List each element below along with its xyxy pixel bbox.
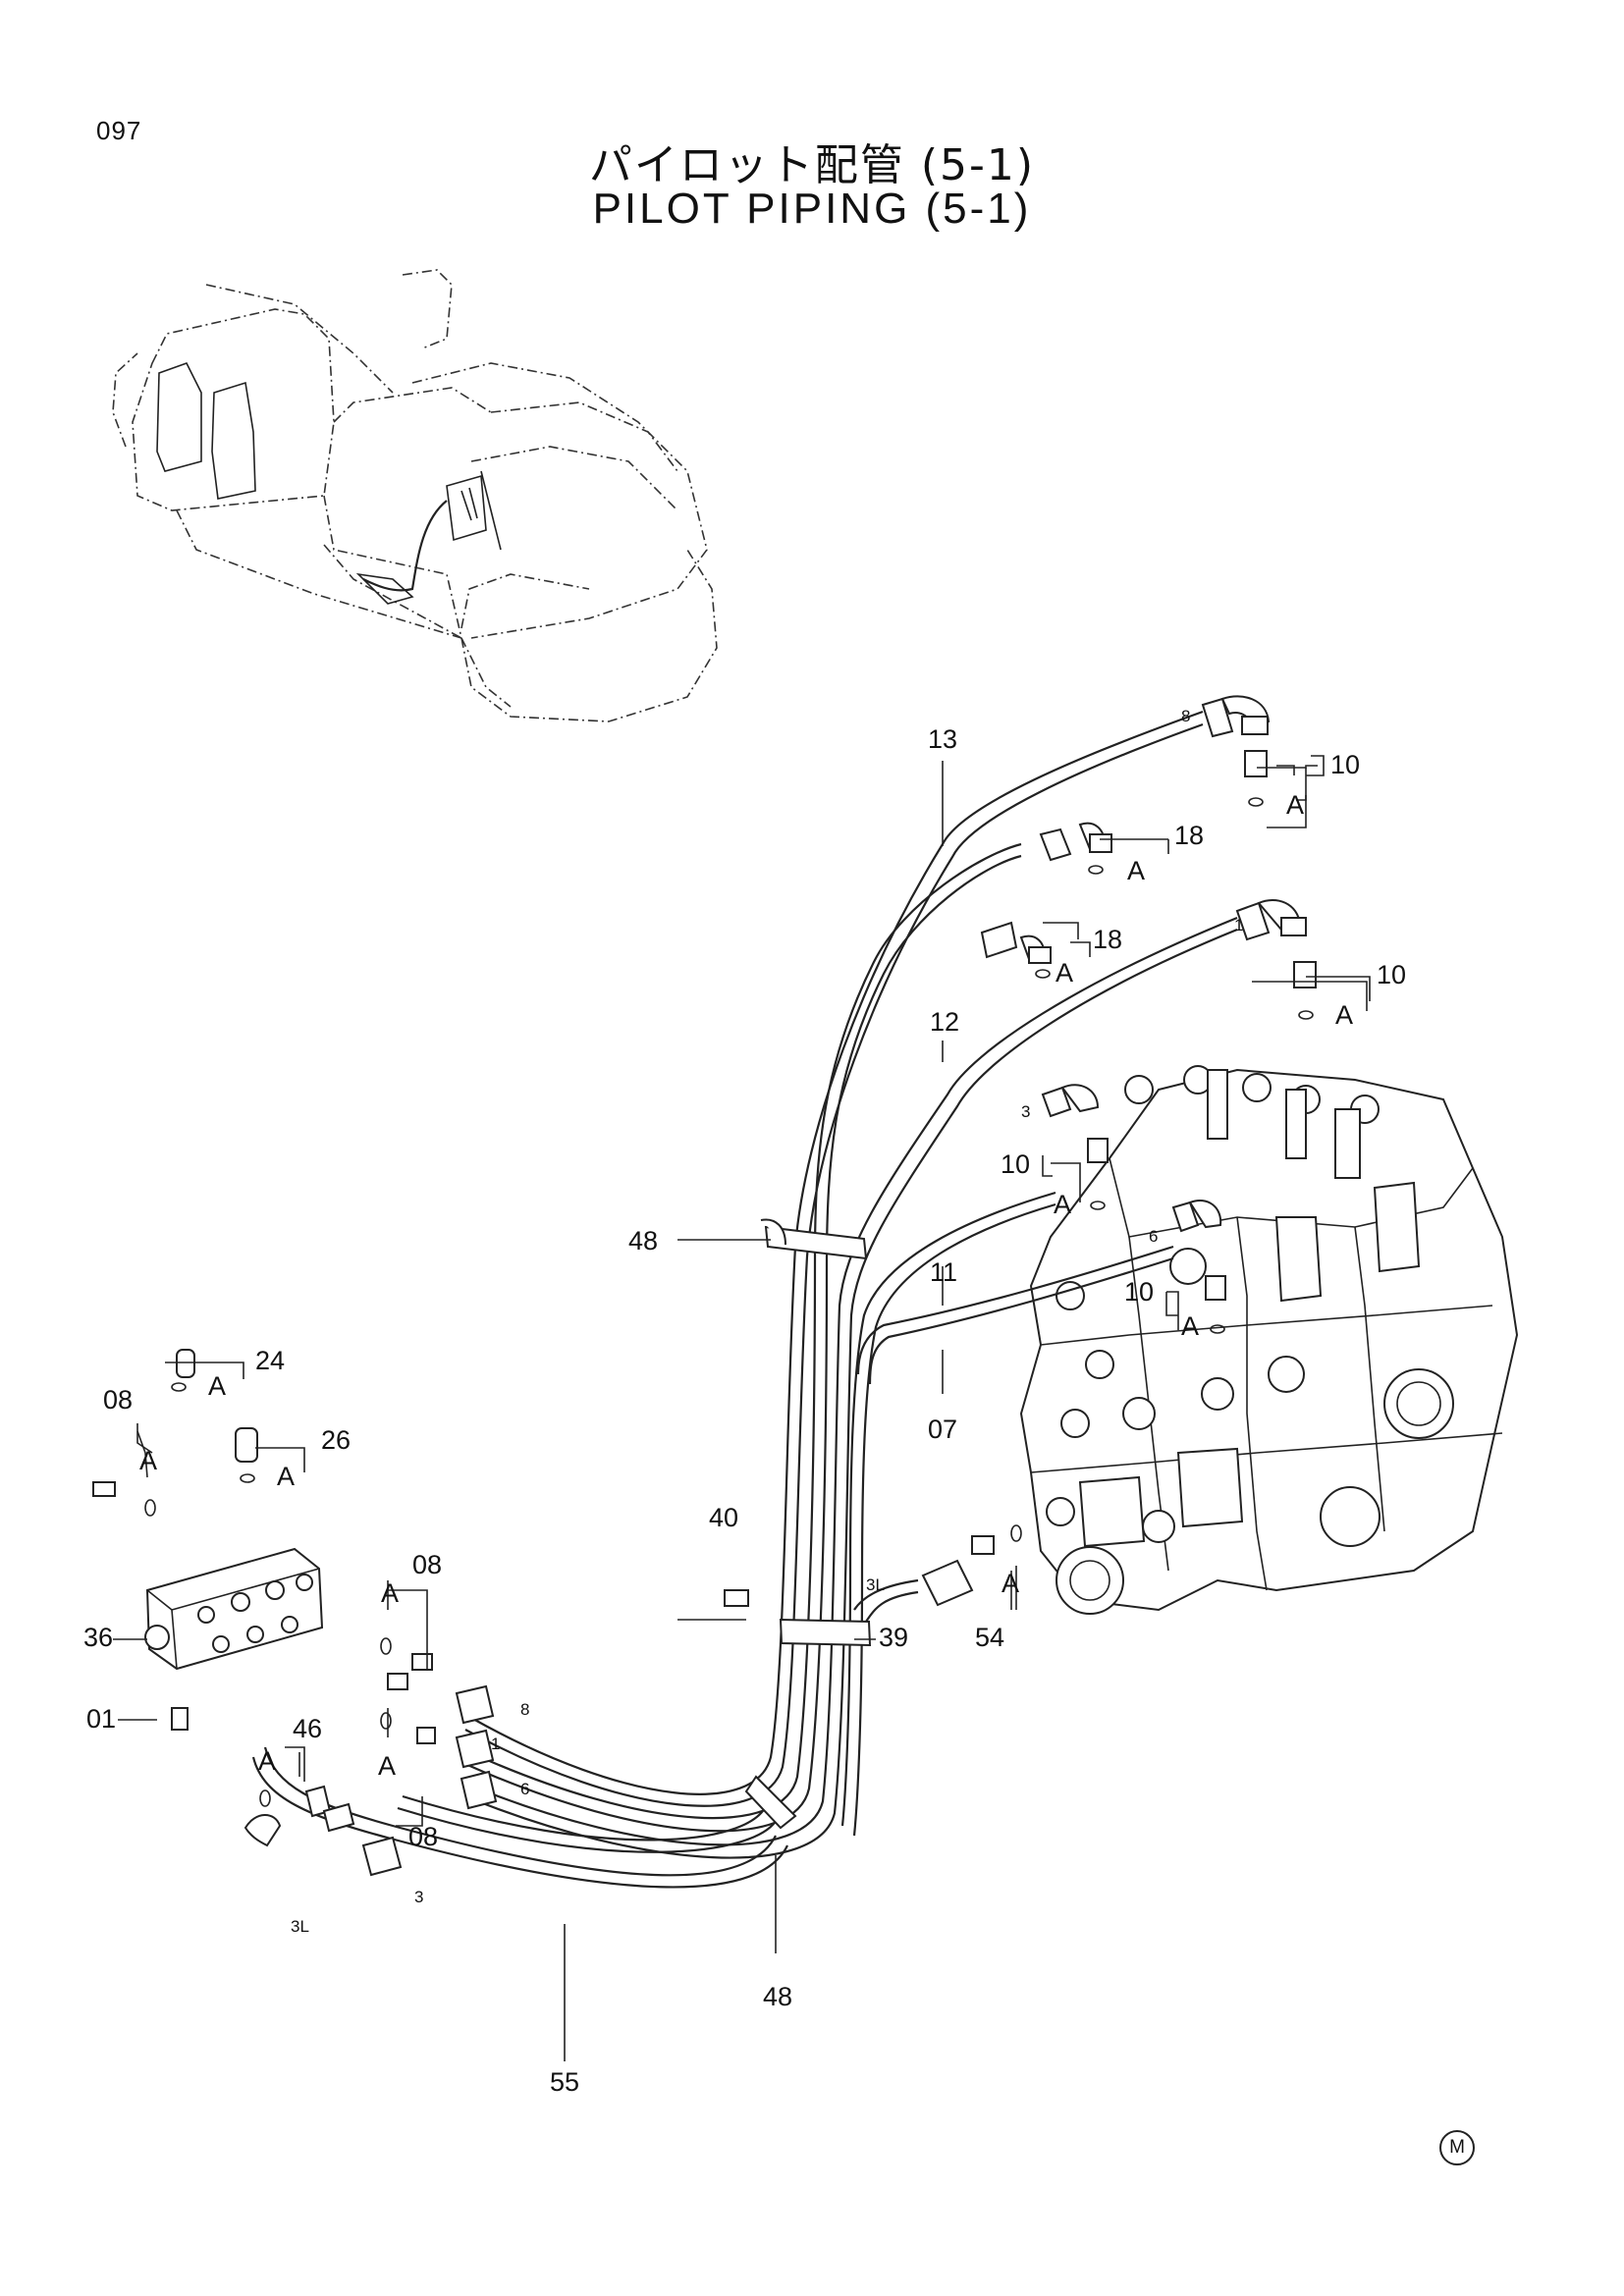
seal-label-a: A — [1056, 958, 1073, 988]
hose-mark-6-top: 6 — [1149, 1227, 1158, 1246]
callout-10-middle: 10 — [1001, 1149, 1030, 1179]
o-ring-seals — [144, 797, 1314, 1807]
hose-clamps — [744, 1218, 872, 1830]
edition-marker: M — [1439, 2130, 1475, 2165]
callout-40: 40 — [709, 1503, 738, 1532]
hose-mark-3L-bottom: 3L — [291, 1917, 309, 1936]
hose-mark-3-top: 3 — [1021, 1102, 1030, 1121]
callout-24: 24 — [255, 1346, 285, 1375]
callout-07: 07 — [928, 1415, 957, 1444]
callout-18-upper: 18 — [1174, 821, 1204, 850]
seal-label-a: A — [258, 1746, 276, 1776]
hose-mark-3-bottom: 3 — [414, 1888, 423, 1906]
seal-label-a: A — [1001, 1569, 1019, 1598]
hose-mark-1-bottom: 1 — [491, 1735, 500, 1753]
callout-08-left: 08 — [103, 1385, 133, 1415]
seal-label-a: A — [381, 1578, 399, 1608]
callout-48-upper: 48 — [628, 1226, 658, 1255]
leader-lines — [113, 761, 1368, 2061]
page-title-japanese: パイロット配管 (5-1) — [588, 140, 1036, 190]
seal-letter-labels: A A A A A A A A A A A A A — [139, 790, 1353, 1781]
callout-39: 39 — [879, 1623, 908, 1652]
callout-12: 12 — [930, 1007, 959, 1037]
seal-label-a: A — [1054, 1190, 1071, 1219]
callout-10-lower: 10 — [1124, 1277, 1154, 1307]
callout-46: 46 — [293, 1714, 322, 1743]
callout-54: 54 — [975, 1623, 1004, 1652]
callout-13: 13 — [928, 724, 957, 754]
upper-fittings — [921, 695, 1317, 1607]
excavator-overview-illustration — [112, 269, 718, 722]
hose-mark-8-bottom: 8 — [520, 1700, 529, 1719]
seal-label-a: A — [139, 1446, 157, 1475]
hose-mark-1-top: 1 — [1234, 916, 1243, 934]
callout-08-lower: 08 — [408, 1822, 438, 1851]
callout-08-middle: 08 — [412, 1550, 442, 1579]
callout-01: 01 — [86, 1704, 116, 1734]
callout-48-lower: 48 — [763, 1982, 792, 2011]
callout-36: 36 — [83, 1623, 113, 1652]
seal-label-a: A — [208, 1371, 226, 1401]
seal-label-a: A — [1181, 1311, 1199, 1341]
pilot-manifold-block — [92, 1349, 749, 1877]
pilot-hose-bundle — [251, 710, 1238, 1889]
callout-numbers: 13 10 18 18 10 12 10 11 48 10 07 24 08 2… — [83, 724, 1406, 2097]
seal-label-a: A — [277, 1462, 295, 1491]
seal-label-a: A — [378, 1751, 396, 1781]
page-number: 097 — [96, 116, 142, 145]
callout-26: 26 — [321, 1425, 351, 1455]
callout-18-lower: 18 — [1093, 925, 1122, 954]
hose-marks: 8 1 3 6 3L 8 1 6 3 3L — [291, 707, 1243, 1936]
callout-10-upper: 10 — [1330, 750, 1360, 779]
hose-mark-6-bottom: 6 — [520, 1780, 529, 1798]
seal-label-a: A — [1335, 1000, 1353, 1030]
seal-brackets — [136, 755, 1371, 1777]
hose-mark-3L-top: 3L — [866, 1575, 885, 1594]
callout-55: 55 — [550, 2067, 579, 2097]
page-title-english: PILOT PIPING (5-1) — [592, 185, 1032, 233]
callout-10-right: 10 — [1377, 960, 1406, 989]
hose-mark-8-top: 8 — [1181, 707, 1190, 725]
callout-11: 11 — [930, 1257, 957, 1287]
seal-label-a: A — [1127, 856, 1145, 885]
control-valve-assembly — [1019, 1065, 1519, 1615]
seal-label-a: A — [1286, 790, 1304, 820]
